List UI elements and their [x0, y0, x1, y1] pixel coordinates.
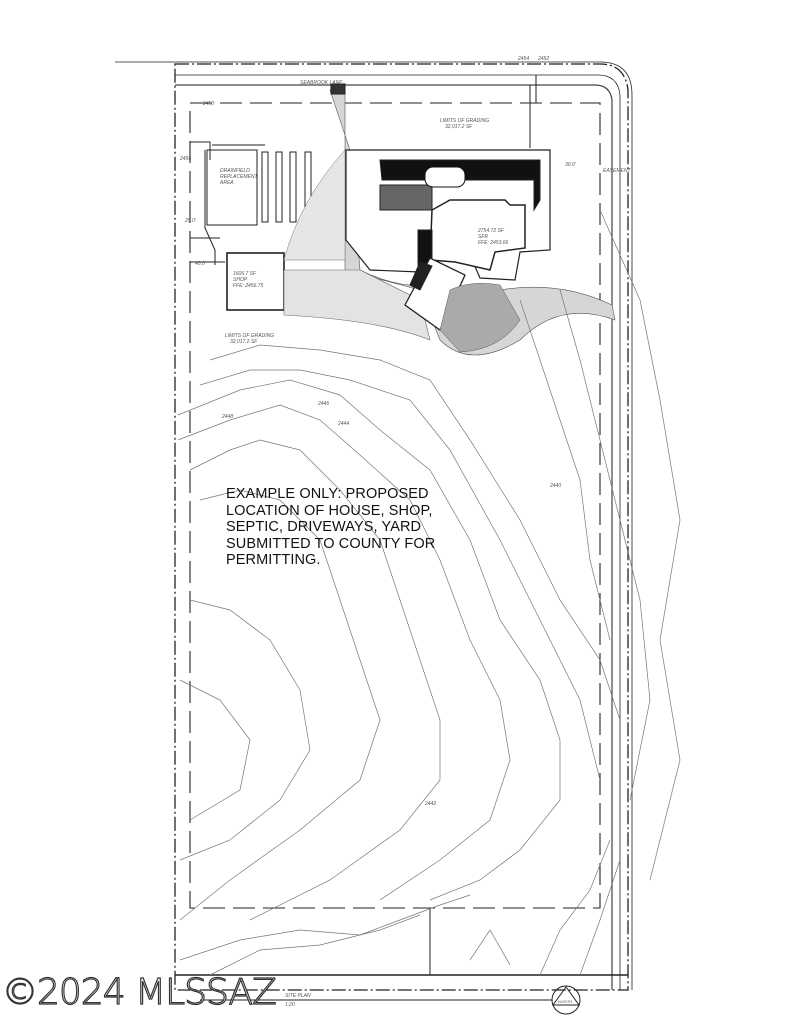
contour-label: 2454 — [517, 56, 529, 62]
scale-label: 1:20 — [285, 1002, 295, 1008]
dimension-25: 25.0' — [184, 218, 197, 224]
note-line: SUBMITTED TO COUNTY FOR — [226, 535, 436, 552]
dimension-40: 40.0' — [195, 261, 207, 267]
note-line: LOCATION OF HOUSE, SHOP, — [226, 502, 433, 519]
north-label: NORTH — [558, 999, 572, 1004]
pool — [424, 166, 466, 188]
note-line: EXAMPLE ONLY: PROPOSED — [226, 486, 429, 502]
road-label: SEABROOK LANE — [300, 80, 343, 86]
contour-label: 2450 — [202, 101, 214, 107]
contour-lines — [177, 209, 681, 976]
easement-label: EASEMENT — [603, 168, 631, 174]
property-boundary — [174, 63, 629, 991]
contour-label: 2442 — [424, 801, 436, 807]
contour-label: 2452 — [537, 56, 549, 62]
setback-line — [189, 102, 601, 909]
note-line: PERMITTING. — [226, 552, 321, 569]
drainfield-area — [206, 149, 258, 226]
site-plan-title: SITE PLAN — [285, 993, 311, 999]
contour-label: 2440 — [549, 483, 561, 489]
contour-label: 2448 — [221, 414, 233, 420]
dimension-30: 30.0' — [565, 162, 577, 168]
watermark: ©2024 MLSSAZ — [1, 971, 277, 1013]
example-note: EXAMPLE ONLY: PROPOSED LOCATION OF HOUSE… — [226, 486, 435, 569]
contour-label: 2456 — [179, 156, 191, 162]
note-line: SEPTIC, DRIVEWAYS, YARD — [226, 519, 422, 536]
contour-label: 2446 — [317, 401, 329, 407]
contour-label: 2444 — [337, 421, 349, 427]
house-building — [429, 199, 526, 271]
